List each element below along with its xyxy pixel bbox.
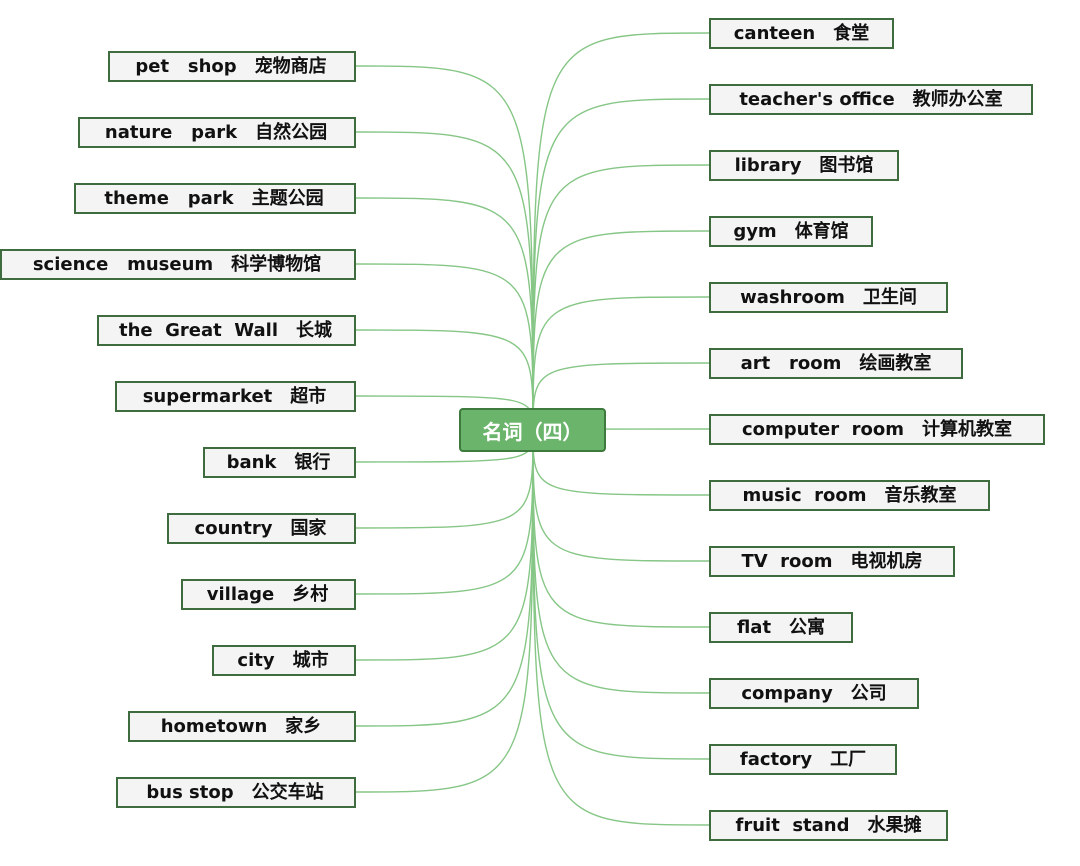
left-node-great-wall[interactable]: the Great Wall 长城 [97,315,356,346]
node-chinese: 长城 [296,319,332,341]
node-english: fruit stand [735,814,850,836]
node-english: flat [736,616,772,638]
node-chinese: 科学博物馆 [231,253,322,275]
node-english: music room [742,484,867,506]
node-chinese: 食堂 [833,22,870,44]
node-chinese: 计算机教室 [922,418,1013,440]
left-node-bus-stop[interactable]: bus stop 公交车站 [116,777,356,808]
left-node-hometown[interactable]: hometown 家乡 [128,711,356,742]
branch-line-right [532,296,710,431]
right-node-canteen[interactable]: canteen 食堂 [709,18,894,49]
left-node-country[interactable]: country 国家 [167,513,356,544]
right-node-gym[interactable]: gym 体育馆 [709,216,873,247]
node-english: TV room [741,550,833,572]
node-chinese: 体育馆 [794,220,849,242]
node-english: hometown [160,715,268,737]
node-chinese: 国家 [290,517,327,539]
right-node-teachers-office[interactable]: teacher's office 教师办公室 [709,84,1033,115]
branch-line-right [532,362,710,431]
node-english: science museum [32,253,214,275]
node-english: teacher's office [739,88,895,110]
node-chinese: 水果摊 [867,814,922,836]
left-node-nature-park[interactable]: nature park 自然公园 [78,117,356,148]
node-chinese: 电视机房 [850,550,923,572]
node-chinese: 教师办公室 [912,88,1003,110]
central-topic[interactable]: 名词（四） [459,408,606,452]
branch-line-right [532,429,710,826]
branch-line-left [355,429,534,595]
node-chinese: 主题公园 [251,187,324,209]
node-chinese: 家乡 [285,715,322,737]
branch-line-left [355,429,534,661]
node-english: bus stop [146,781,234,803]
node-english: gym [733,220,777,242]
node-chinese: 公司 [850,682,887,704]
node-english: bank [226,451,277,473]
left-node-city[interactable]: city 城市 [212,645,356,676]
branch-line-right [532,429,710,760]
branch-line-left [355,429,534,793]
node-chinese: 图书馆 [819,154,874,176]
node-chinese: 乡村 [292,583,329,605]
node-chinese: 工厂 [830,748,867,770]
node-chinese: 音乐教室 [884,484,957,506]
right-node-tv-room[interactable]: TV room 电视机房 [709,546,955,577]
node-chinese: 宠物商店 [254,55,327,77]
branch-line-right [532,164,710,431]
right-node-art-room[interactable]: art room 绘画教室 [709,348,963,379]
branch-line-left [355,65,534,431]
left-node-bank[interactable]: bank 银行 [203,447,356,478]
node-english: company [741,682,833,704]
node-chinese: 城市 [292,649,329,671]
node-chinese: 绘画教室 [859,352,932,374]
node-chinese: 公寓 [789,616,826,638]
node-english: canteen [733,22,816,44]
node-english: country [194,517,273,539]
node-chinese: 超市 [290,385,327,407]
node-english: washroom [740,286,845,308]
node-chinese: 公交车站 [251,781,324,803]
node-english: theme park [104,187,234,209]
node-english: village [206,583,275,605]
node-english: factory [739,748,813,770]
branch-line-right [532,429,710,628]
right-node-fruit-stand[interactable]: fruit stand 水果摊 [709,810,948,841]
node-english: art room [740,352,842,374]
node-chinese: 银行 [294,451,331,473]
branch-line-right [532,98,710,431]
node-english: the Great Wall [118,319,278,341]
left-node-theme-park[interactable]: theme park 主题公园 [74,183,356,214]
node-english: pet shop [135,55,237,77]
node-english: computer room [741,418,905,440]
central-topic-label: 名词（四） [482,419,583,444]
branch-line-right [532,230,710,431]
right-node-music-room[interactable]: music room 音乐教室 [709,480,990,511]
left-node-science-museum[interactable]: science museum 科学博物馆 [0,249,356,280]
node-english: city [237,649,275,671]
right-node-factory[interactable]: factory 工厂 [709,744,897,775]
node-chinese: 卫生间 [862,286,917,308]
left-node-village[interactable]: village 乡村 [181,579,356,610]
node-english: supermarket [142,385,273,407]
node-english: nature park [104,121,238,143]
right-node-company[interactable]: company 公司 [709,678,919,709]
branch-line-left [355,429,534,727]
right-node-washroom[interactable]: washroom 卫生间 [709,282,948,313]
left-node-supermarket[interactable]: supermarket 超市 [115,381,356,412]
right-node-flat[interactable]: flat 公寓 [709,612,853,643]
node-chinese: 自然公园 [255,121,328,143]
right-node-library[interactable]: library 图书馆 [709,150,899,181]
branch-line-left [355,197,534,431]
node-english: library [734,154,802,176]
branch-line-left [355,131,534,431]
right-node-computer-room[interactable]: computer room 计算机教室 [709,414,1045,445]
left-node-pet-shop[interactable]: pet shop 宠物商店 [108,51,356,82]
branch-line-left [355,263,534,431]
